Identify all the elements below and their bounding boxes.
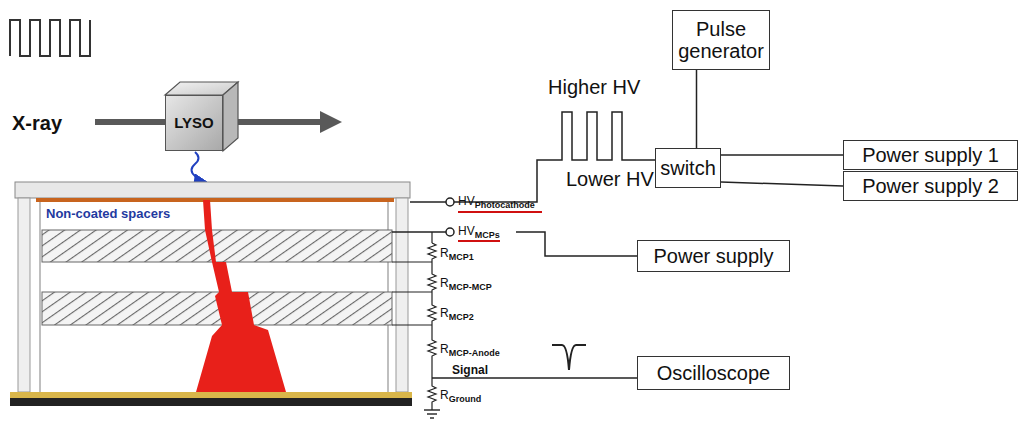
label-group: Signal [452, 363, 488, 377]
label-group: RGround [440, 388, 481, 402]
anode [10, 392, 412, 398]
mcp-plate [42, 230, 392, 262]
ground-symbol [430, 417, 434, 418]
connector-line [721, 182, 843, 186]
label-group: X-ray [12, 112, 62, 135]
label: R [440, 342, 449, 356]
wire [516, 232, 637, 256]
node-text: Oscilloscope [657, 362, 770, 384]
connector [721, 155, 843, 156]
connector-line [721, 154, 843, 156]
label-group: RMCP-Anode [440, 342, 500, 356]
switch-box: switch [655, 148, 721, 188]
node-text: Power supply 2 [862, 175, 999, 197]
label-group: Higher HV [548, 76, 640, 99]
wire [392, 291, 432, 292]
signal-pulse [552, 345, 586, 370]
label-group: Non-coated spacers [46, 206, 170, 221]
window-plate [15, 182, 410, 198]
label: R [440, 246, 449, 260]
label-group: HVPhotocathode [458, 194, 535, 208]
side-wall [18, 198, 30, 392]
subscript-label: MCPs [475, 230, 500, 240]
label: HV [458, 224, 475, 238]
side-wall [396, 198, 408, 392]
beam-head [320, 111, 342, 133]
subscript-label: MCP1 [449, 252, 474, 262]
node-text: LYSO [174, 115, 213, 132]
photocathode [36, 198, 394, 202]
node-text: Power supply 1 [862, 144, 999, 166]
connector [721, 182, 843, 186]
process-box: Oscilloscope [637, 356, 790, 390]
spacer [39, 202, 41, 392]
wire [392, 231, 446, 233]
node-text: switch [660, 157, 716, 179]
xray-pulses [10, 20, 90, 56]
connector [696, 70, 697, 148]
label: Non-coated spacers [46, 206, 170, 221]
label: X-ray [12, 112, 62, 134]
subscript-label: Photocathode [475, 200, 535, 210]
label-group: HVMCPs [458, 224, 500, 238]
label-group: Lower HV [566, 168, 654, 191]
subscript-label: MCP-MCP [449, 282, 492, 292]
label-group: RMCP1 [440, 246, 474, 260]
label: R [440, 276, 449, 290]
terminal [446, 228, 454, 236]
node-text: Power supply [653, 245, 773, 267]
cube-side [223, 82, 238, 151]
node-text: Pulse generator [673, 18, 769, 63]
ground-symbol [424, 409, 440, 410]
label: Lower HV [566, 168, 654, 190]
process-box: Pulse generator [672, 10, 770, 70]
label: R [440, 388, 449, 402]
terminal [446, 198, 454, 206]
connector-line [696, 70, 698, 148]
hv-pulse-wire [454, 112, 655, 202]
wire [392, 324, 432, 325]
label-group: RMCP-MCP [440, 276, 492, 290]
process-box: Power supply [637, 240, 790, 272]
subscript-label: MCP-Anode [449, 348, 500, 358]
electron-cascade [196, 200, 286, 392]
wire [392, 261, 432, 262]
process-box: Power supply 1 [843, 140, 1018, 170]
process-box: Power supply 2 [843, 171, 1018, 201]
label: Signal [452, 363, 488, 377]
label: Higher HV [548, 76, 640, 98]
subscript-label: Ground [449, 394, 482, 404]
ground-symbol [427, 413, 437, 414]
lyso-cube: LYSO [165, 95, 223, 151]
photon-path [192, 152, 199, 186]
label: HV [458, 194, 475, 208]
signal-wire [432, 377, 637, 379]
label: R [440, 306, 449, 320]
base-plate [10, 398, 412, 406]
red-underline [458, 211, 542, 213]
label-group: RMCP2 [440, 306, 474, 320]
wire [410, 201, 446, 203]
wire [431, 232, 432, 243]
red-underline [458, 240, 500, 242]
subscript-label: MCP2 [449, 312, 474, 322]
resistor-symbol [428, 243, 436, 410]
